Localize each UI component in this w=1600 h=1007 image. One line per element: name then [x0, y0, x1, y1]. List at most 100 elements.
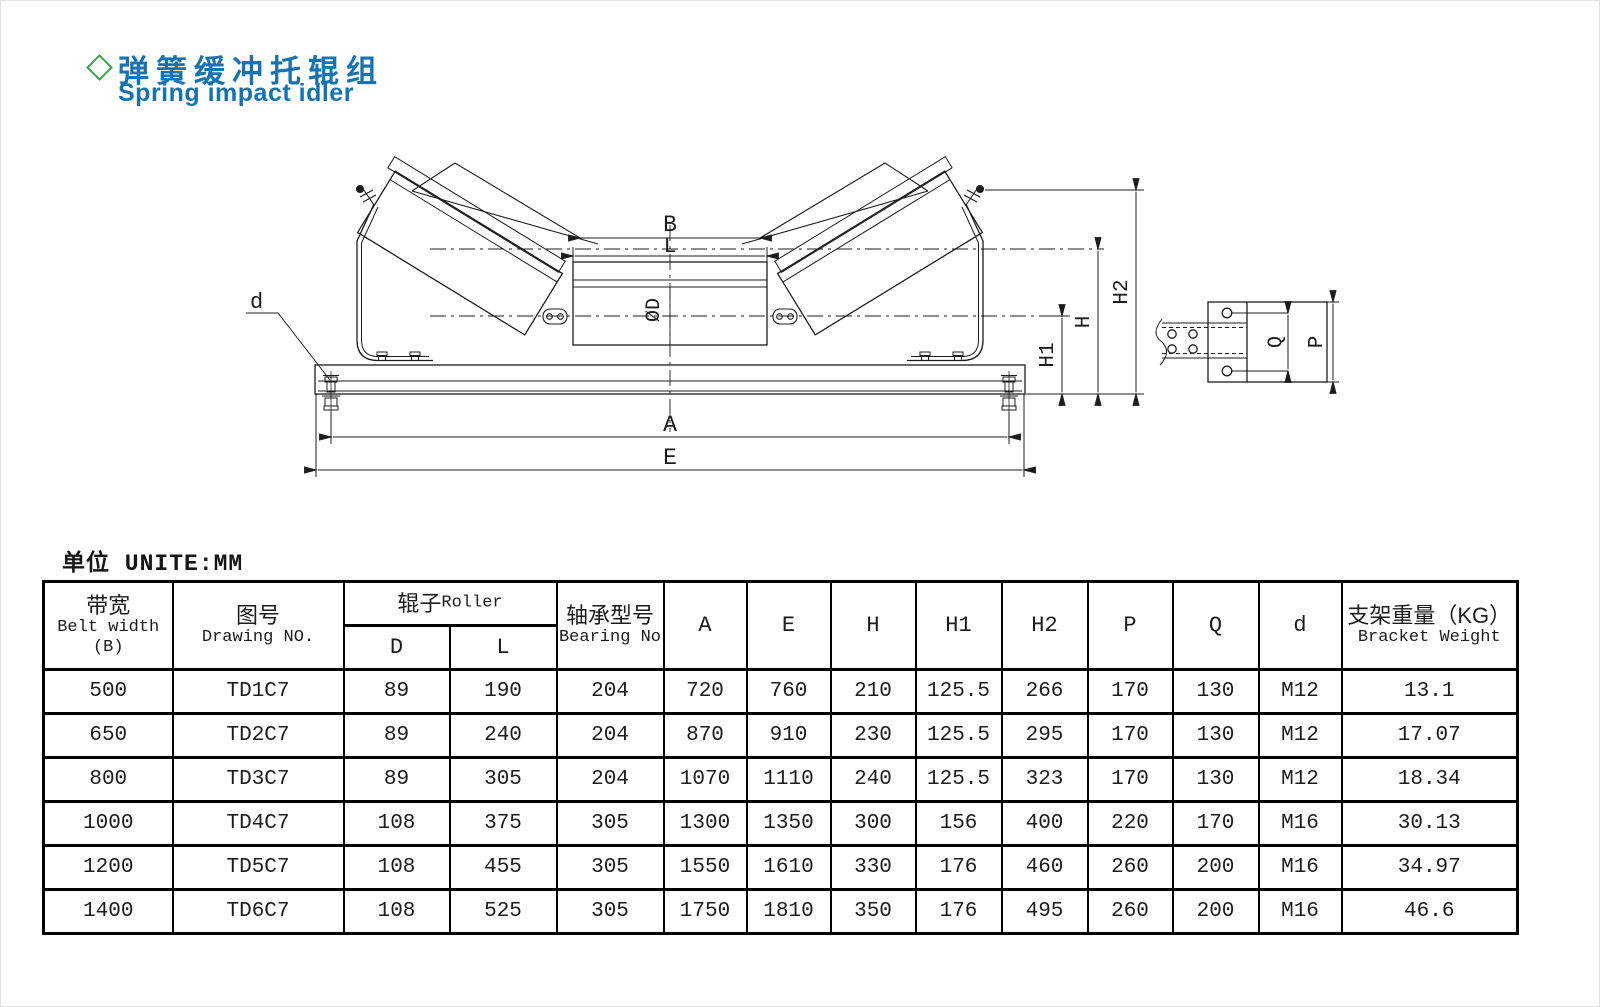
table-cell: M12 [1257, 668, 1343, 715]
table-cell: 870 [662, 712, 748, 759]
table-cell: 200 [1171, 888, 1260, 935]
table-cell: 1750 [662, 888, 748, 935]
table-cell: 170 [1086, 712, 1174, 759]
col-header-roller-D: D [342, 624, 451, 671]
table-cell: 1350 [745, 800, 832, 847]
table-cell: 1200 [42, 844, 174, 891]
table-cell: 1070 [662, 756, 748, 803]
table-cell: 300 [829, 800, 917, 847]
table-cell: 210 [829, 668, 917, 715]
table-cell: TD5C7 [171, 844, 345, 891]
table-cell: 266 [1000, 668, 1089, 715]
table-cell: 190 [448, 668, 558, 715]
side-view [1155, 290, 1339, 394]
table-cell: 170 [1086, 756, 1174, 803]
table-cell: 460 [1000, 844, 1089, 891]
col-header-roller: 辊子Roller [342, 580, 558, 627]
table-cell: 1000 [42, 800, 174, 847]
col-header-A: A [662, 580, 748, 671]
table-cell: 305 [555, 888, 665, 935]
table-cell: 305 [448, 756, 558, 803]
table-cell: 1110 [745, 756, 832, 803]
dim-label-Q: Q [1265, 336, 1288, 348]
col-header-H1: H1 [914, 580, 1003, 671]
table-cell: 910 [745, 712, 832, 759]
dim-label-H2: H2 [1111, 279, 1134, 304]
table-cell: M16 [1257, 800, 1343, 847]
table-cell: TD3C7 [171, 756, 345, 803]
table-cell: 305 [555, 844, 665, 891]
table-cell: 156 [914, 800, 1003, 847]
table-cell: 650 [42, 712, 174, 759]
table-cell: 400 [1000, 800, 1089, 847]
table-cell: 176 [914, 844, 1003, 891]
link-brackets [542, 308, 798, 325]
dim-H-group [985, 178, 1144, 406]
dim-label-L: L [664, 236, 677, 259]
table-cell: 30.13 [1340, 800, 1519, 847]
table-cell: 89 [342, 756, 451, 803]
table-cell: 204 [555, 756, 665, 803]
table-cell: 130 [1171, 756, 1260, 803]
table-cell: 1400 [42, 888, 174, 935]
dim-label-A: A [663, 412, 677, 438]
table-cell: TD6C7 [171, 888, 345, 935]
table-cell: 18.34 [1340, 756, 1519, 803]
left-roller [356, 156, 566, 336]
table-cell: M12 [1257, 756, 1343, 803]
col-header-P: P [1086, 580, 1174, 671]
table-cell: TD1C7 [171, 668, 345, 715]
table-cell: 260 [1086, 844, 1174, 891]
table-cell: 260 [1086, 888, 1174, 935]
table-cell: 525 [448, 888, 558, 935]
table-cell: 500 [42, 668, 174, 715]
spring-pin-left [355, 184, 377, 206]
table-cell: 89 [342, 712, 451, 759]
table-cell: 330 [829, 844, 917, 891]
table-cell: 220 [1086, 800, 1174, 847]
base-channel [314, 364, 1026, 395]
table-cell: 108 [342, 888, 451, 935]
dim-L [561, 247, 779, 262]
table-cell: 46.6 [1340, 888, 1519, 935]
foot-bolts [374, 351, 966, 361]
table-cell: 125.5 [914, 668, 1003, 715]
table-cell: 800 [42, 756, 174, 803]
col-header-E: E [745, 580, 832, 671]
col-header-Q: Q [1171, 580, 1260, 671]
table-cell: 305 [555, 800, 665, 847]
table-cell: 230 [829, 712, 917, 759]
right-roller [774, 156, 984, 336]
table-cell: 176 [914, 888, 1003, 935]
dim-label-E: E [663, 445, 677, 471]
col-header-H: H [829, 580, 917, 671]
table-cell: 295 [1000, 712, 1089, 759]
table-cell: 350 [829, 888, 917, 935]
table-cell: 204 [555, 668, 665, 715]
col-header-bracket-weight: 支架重量（KG） Bracket Weight [1340, 580, 1519, 671]
dim-label-H1: H1 [1037, 342, 1060, 367]
table-cell: 34.97 [1340, 844, 1519, 891]
dim-E [304, 394, 1036, 477]
table-cell: M16 [1257, 888, 1343, 935]
col-header-bearing: 轴承型号 Bearing No [555, 580, 665, 671]
table-cell: 1550 [662, 844, 748, 891]
table-cell: 323 [1000, 756, 1089, 803]
table-cell: 125.5 [914, 756, 1003, 803]
table-cell: 495 [1000, 888, 1089, 935]
table-cell: TD4C7 [171, 800, 345, 847]
dim-label-B: B [663, 212, 677, 238]
dim-label-phiD: ØD [643, 298, 666, 322]
col-header-roller-L: L [448, 624, 558, 671]
table-cell: 108 [342, 800, 451, 847]
col-header-drawing-no: 图号 Drawing NO. [171, 580, 345, 671]
table-cell: 170 [1171, 800, 1260, 847]
table-cell: 1300 [662, 800, 748, 847]
